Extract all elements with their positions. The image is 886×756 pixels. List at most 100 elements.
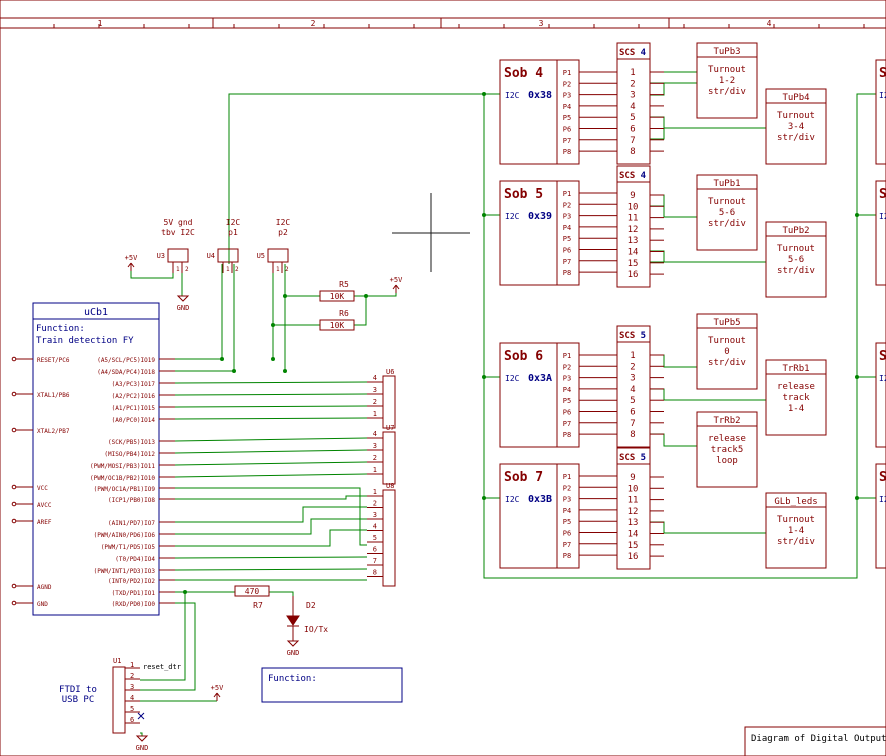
wire-output-route: [650, 128, 665, 140]
u5-header-pin-number: 1: [276, 266, 280, 273]
u1-pin-number: 4: [130, 694, 134, 702]
output-box: [765, 221, 827, 298]
scs-pin-number: 10: [628, 484, 639, 494]
output-box-line: 0: [724, 347, 729, 357]
ucb1-right-pin-label: (MISO/PB4)IO12: [104, 451, 155, 458]
resistor-R7-body: [234, 585, 270, 597]
wire-io8: [175, 495, 367, 500]
scs-pin-number: 3: [630, 91, 635, 101]
output-box-line: str/div: [708, 87, 746, 97]
border-column-label: 2: [311, 19, 316, 28]
output-box: [765, 88, 827, 165]
ucb1-right-pin-label: (A5/SCL/PC5)IO19: [97, 357, 155, 364]
ucb1-left-pin-end: [11, 600, 17, 606]
scs-pin-number: 6: [630, 408, 635, 418]
output-box: [696, 313, 758, 390]
output-box-line: str/div: [777, 133, 815, 143]
output-box-line: Turnout: [777, 244, 815, 254]
sob-pin-label: P5: [563, 518, 571, 526]
scs-pin-number: 4: [630, 385, 635, 395]
right-edge-block-title: S: [879, 187, 886, 202]
sob-pin-column: [556, 342, 580, 448]
sob-block-title: Sob 5: [504, 187, 543, 202]
u7-pin-number: 1: [373, 466, 377, 474]
function-box: [261, 667, 403, 703]
ucb1-function-value: Train detection FY: [36, 336, 134, 346]
wire-u6-1: [174, 393, 368, 396]
ucb1-right-pin-label: (ICP1/PB0)IO8: [108, 497, 155, 504]
output-box-line: 1-4: [788, 404, 804, 414]
u8-pin-number: 7: [373, 557, 377, 565]
u1-gnd-label: GND: [136, 744, 149, 752]
ucb1-left-pin-label: GND: [37, 601, 48, 608]
output-box-ref: TuPb5: [713, 318, 740, 328]
scs-block-title: SCS: [619, 453, 635, 463]
led-d2-triangle: [286, 615, 300, 626]
right-edge-block-title: S: [879, 470, 886, 485]
sob-block-addr: 0x3B: [528, 494, 552, 505]
u1-pin-number: 6: [130, 716, 134, 724]
u6-pin-number: 1: [373, 410, 377, 418]
sob-pin-label: P1: [563, 190, 571, 198]
wire-output-route: [650, 116, 766, 129]
junction-dot: [283, 369, 287, 373]
u4-ref: U4: [207, 252, 215, 260]
scs-block-title: SCS: [619, 331, 635, 341]
ucb1-right-pin-label: (A0/PC0)IO14: [112, 417, 156, 424]
wire-io5: [175, 529, 367, 547]
resistor-R6-ref: R6: [339, 309, 349, 318]
ucb1-right-pin-label: (PWM/T1/PD5)IO5: [101, 544, 156, 551]
junction-dot: [283, 294, 287, 298]
output-box: [696, 42, 758, 119]
sob-pin-label: P7: [563, 258, 571, 266]
scs-block-title: SCS: [619, 48, 635, 58]
title-block-text: Diagram of Digital Output: [751, 734, 886, 744]
scs-block-body: [616, 447, 651, 570]
u8-ref: U8: [386, 482, 394, 490]
scs-pin-number: 15: [628, 259, 639, 269]
junction-dot: [232, 369, 236, 373]
u3-header-pin-number: 2: [185, 266, 189, 273]
u1-plus5v-arrow-b: [216, 692, 221, 698]
u3-ref: U3: [157, 252, 165, 260]
output-box-ref: TrRb1: [782, 364, 809, 374]
ucb1-left-pin-end: [11, 484, 17, 490]
u8-pin-number: 8: [373, 569, 377, 577]
scs-block-number: 5: [641, 453, 646, 463]
led-gnd-label: GND: [287, 649, 300, 657]
junction-i2c: [482, 213, 486, 217]
junction-i2c: [482, 496, 486, 500]
ucb1-right-pin-label: (A2/PC2)IO16: [112, 393, 156, 400]
sob-pin-label: P7: [563, 137, 571, 145]
output-box-line: str/div: [777, 266, 815, 276]
junction-dot: [183, 590, 187, 594]
output-box-ref: TuPb4: [782, 93, 809, 103]
output-box-line: loop: [716, 456, 738, 466]
u6-pin-number: 2: [373, 398, 377, 406]
sob-pin-label: P3: [563, 496, 571, 504]
sob-pin-label: P3: [563, 375, 571, 383]
function-box-label: Function:: [268, 674, 317, 684]
right-edge-block: [875, 59, 886, 165]
u7-body: [382, 431, 396, 485]
sob-block-title: Sob 6: [504, 349, 543, 364]
u5-ref: U5: [257, 252, 265, 260]
sob-pin-column: [556, 59, 580, 165]
u6-pin-number: 3: [373, 386, 377, 394]
scs-pin-number: 13: [628, 518, 639, 528]
sob-pin-column: [556, 463, 580, 569]
ucb1-left-pin-end: [11, 356, 17, 362]
wire-output-route: [650, 82, 665, 96]
scs-pin-number: 7: [630, 136, 635, 146]
wire-output-route: [650, 354, 697, 368]
right-edge-block-label: I2: [879, 212, 886, 221]
output-box-ref: TuPb2: [782, 226, 809, 236]
u3-header-body: [167, 248, 189, 263]
ucb1-right-pin-label: (RXD/PD0)IO0: [112, 601, 156, 608]
wire-u6-2: [174, 405, 368, 408]
sob-pin-label: P2: [563, 201, 571, 209]
sob-pin-label: P6: [563, 530, 571, 538]
sob-pin-label: P4: [563, 224, 571, 232]
u1-desc-line1: FTDI to: [59, 685, 97, 695]
resistor-R6-value: 10K: [330, 321, 345, 330]
